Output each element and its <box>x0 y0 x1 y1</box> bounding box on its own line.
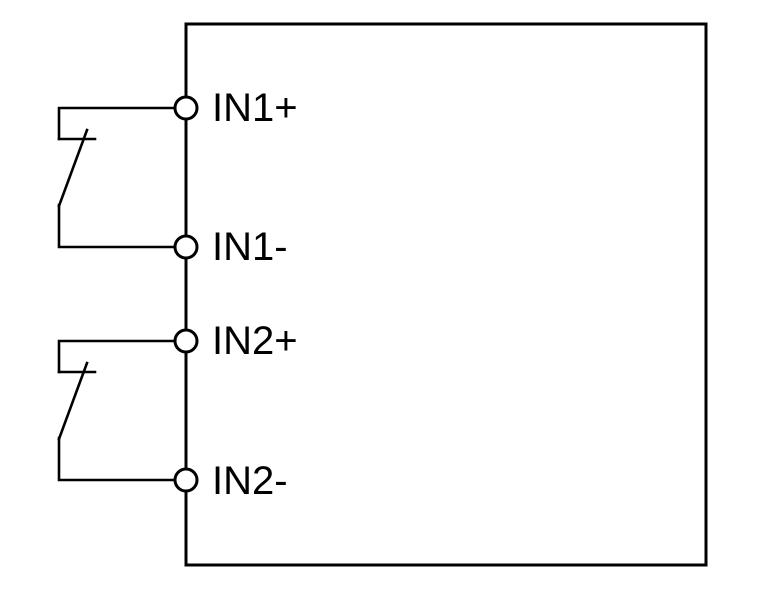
terminal-label-in1-minus: IN1- <box>212 225 288 269</box>
switch-2-top-wire <box>57 339 188 374</box>
switch-1-top-wire <box>57 106 188 141</box>
switch-2-blade <box>57 361 89 441</box>
switch-1-bottom-wire <box>57 203 188 249</box>
terminal-label-in1-plus: IN1+ <box>212 86 298 130</box>
terminal-in2-minus-circle <box>173 467 199 493</box>
terminal-in1-plus-circle <box>173 95 199 121</box>
switch-2-bottom-wire <box>57 436 188 482</box>
terminal-in2-plus-circle <box>173 328 199 354</box>
terminal-label-in2-minus: IN2- <box>212 459 288 503</box>
switch-1-blade <box>57 128 89 208</box>
device-box <box>184 22 708 567</box>
switch-2-icon <box>57 339 188 482</box>
terminal-label-in2-plus: IN2+ <box>212 319 298 363</box>
terminal-in1-minus-circle <box>173 234 199 260</box>
switch-1-icon <box>57 106 188 249</box>
